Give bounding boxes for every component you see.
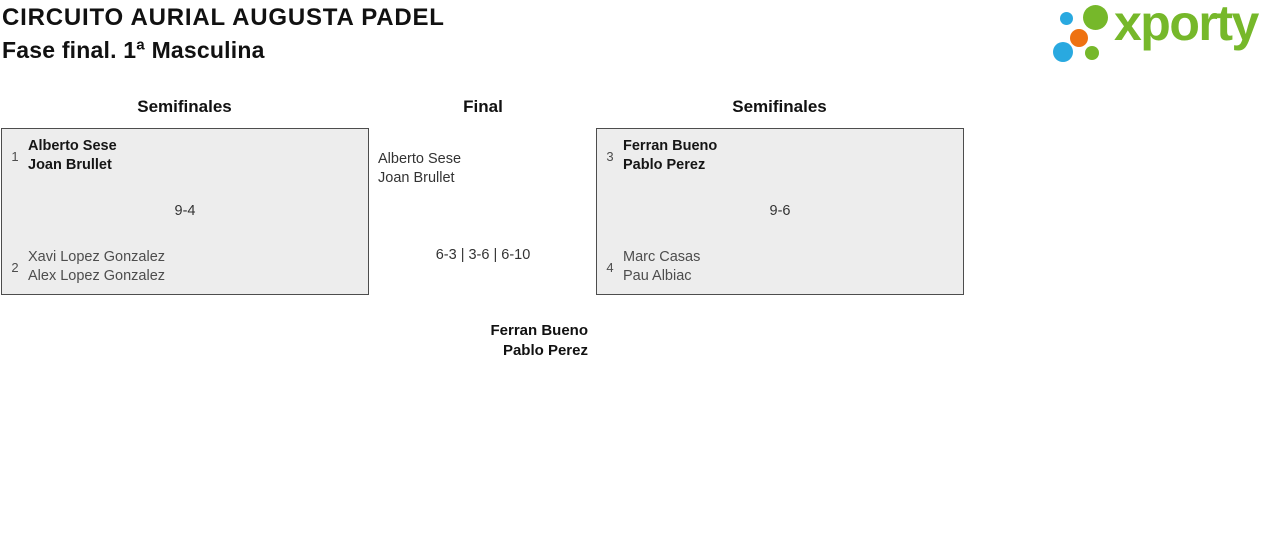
column-heading-semifinal-right: Semifinales — [732, 97, 827, 116]
logo-dot-blue-big-icon — [1053, 42, 1073, 62]
player-name: Alberto Sese — [28, 138, 117, 154]
team-row: 1 Alberto Sese Joan Brullet — [2, 137, 117, 175]
page-subtitle: Fase final. 1ª Masculina — [2, 37, 265, 63]
final-winner-team: Ferran Bueno Pablo Perez — [388, 321, 588, 360]
match-box-semifinal-left[interactable]: 1 Alberto Sese Joan Brullet 9-4 2 Xavi L… — [1, 128, 369, 295]
player-name: Alex Lopez Gonzalez — [28, 268, 166, 284]
column-heading-final: Final — [463, 97, 503, 116]
logo-dot-blue-small-icon — [1060, 12, 1073, 25]
match-score: 9-4 — [174, 203, 196, 219]
xporty-logo[interactable]: xporty — [1050, 0, 1280, 72]
player-name: Joan Brullet — [28, 157, 112, 173]
seed-number: 3 — [606, 148, 614, 164]
team-players-loser: Marc Casas Pau Albiac — [623, 248, 700, 286]
seed-number: 1 — [11, 148, 19, 164]
team-players-winner: Alberto Sese Joan Brullet — [28, 137, 117, 175]
player-name: Alberto Sese — [378, 151, 462, 167]
final-match-score: 6-3 | 3-6 | 6-10 — [435, 247, 531, 263]
team-row: 2 Xavi Lopez Gonzalez Alex Lopez Gonzale… — [2, 248, 165, 286]
seed-number: 4 — [606, 259, 614, 275]
player-name: Ferran Bueno — [490, 322, 588, 339]
team-row: 3 Ferran Bueno Pablo Perez — [597, 137, 717, 175]
match-score: 9-6 — [769, 203, 791, 219]
player-name: Xavi Lopez Gonzalez — [28, 249, 166, 265]
player-name: Ferran Bueno — [623, 138, 718, 154]
seed-number: 2 — [11, 259, 19, 275]
player-name: Pablo Perez — [502, 341, 588, 359]
logo-dot-orange-icon — [1070, 29, 1088, 47]
page-title: CIRCUITO AURIAL AUGUSTA PADEL — [2, 4, 445, 31]
player-name: Pablo Perez — [623, 157, 706, 173]
column-heading-semifinal-left: Semifinales — [137, 97, 232, 116]
match-box-semifinal-right[interactable]: 3 Ferran Bueno Pablo Perez 9-6 4 Marc Ca… — [596, 128, 964, 295]
player-name: Joan Brullet — [378, 170, 455, 186]
logo-wordmark: xporty — [1114, 0, 1259, 51]
team-players-winner: Ferran Bueno Pablo Perez — [623, 137, 717, 175]
player-name: Pau Albiac — [623, 268, 692, 284]
team-players-loser: Xavi Lopez Gonzalez Alex Lopez Gonzalez — [28, 248, 165, 286]
player-name: Marc Casas — [623, 249, 701, 265]
final-team-left: Alberto Sese Joan Brullet — [378, 150, 461, 188]
logo-dot-green-small-icon — [1085, 46, 1099, 60]
team-row: 4 Marc Casas Pau Albiac — [597, 248, 700, 286]
logo-dot-green-big-icon — [1083, 5, 1108, 30]
